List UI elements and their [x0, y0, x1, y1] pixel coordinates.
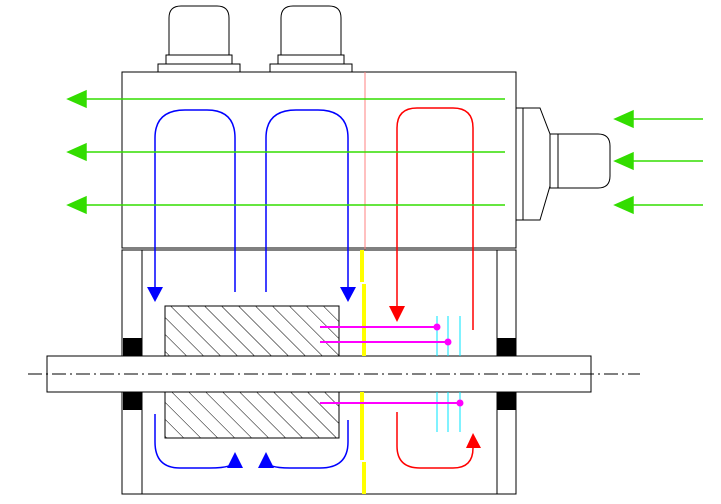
upper-housing [121, 71, 517, 249]
core-lower [164, 391, 340, 439]
seal-left-bottom [123, 392, 142, 410]
cable-gland-icon [269, 5, 353, 73]
flow-arrow-icon [147, 287, 356, 468]
seal-right-top [497, 338, 516, 356]
air-flow [66, 89, 505, 215]
flow-arrow-icon [389, 306, 481, 448]
hot-flow [396, 107, 474, 469]
probes [320, 323, 464, 407]
air-inflow [613, 109, 703, 215]
seal-right-bottom [497, 392, 516, 410]
fins [436, 316, 461, 432]
seal-left-top [123, 338, 142, 356]
fan-icon [515, 107, 611, 221]
core-upper [164, 305, 340, 357]
cable-gland-icon [157, 5, 241, 73]
